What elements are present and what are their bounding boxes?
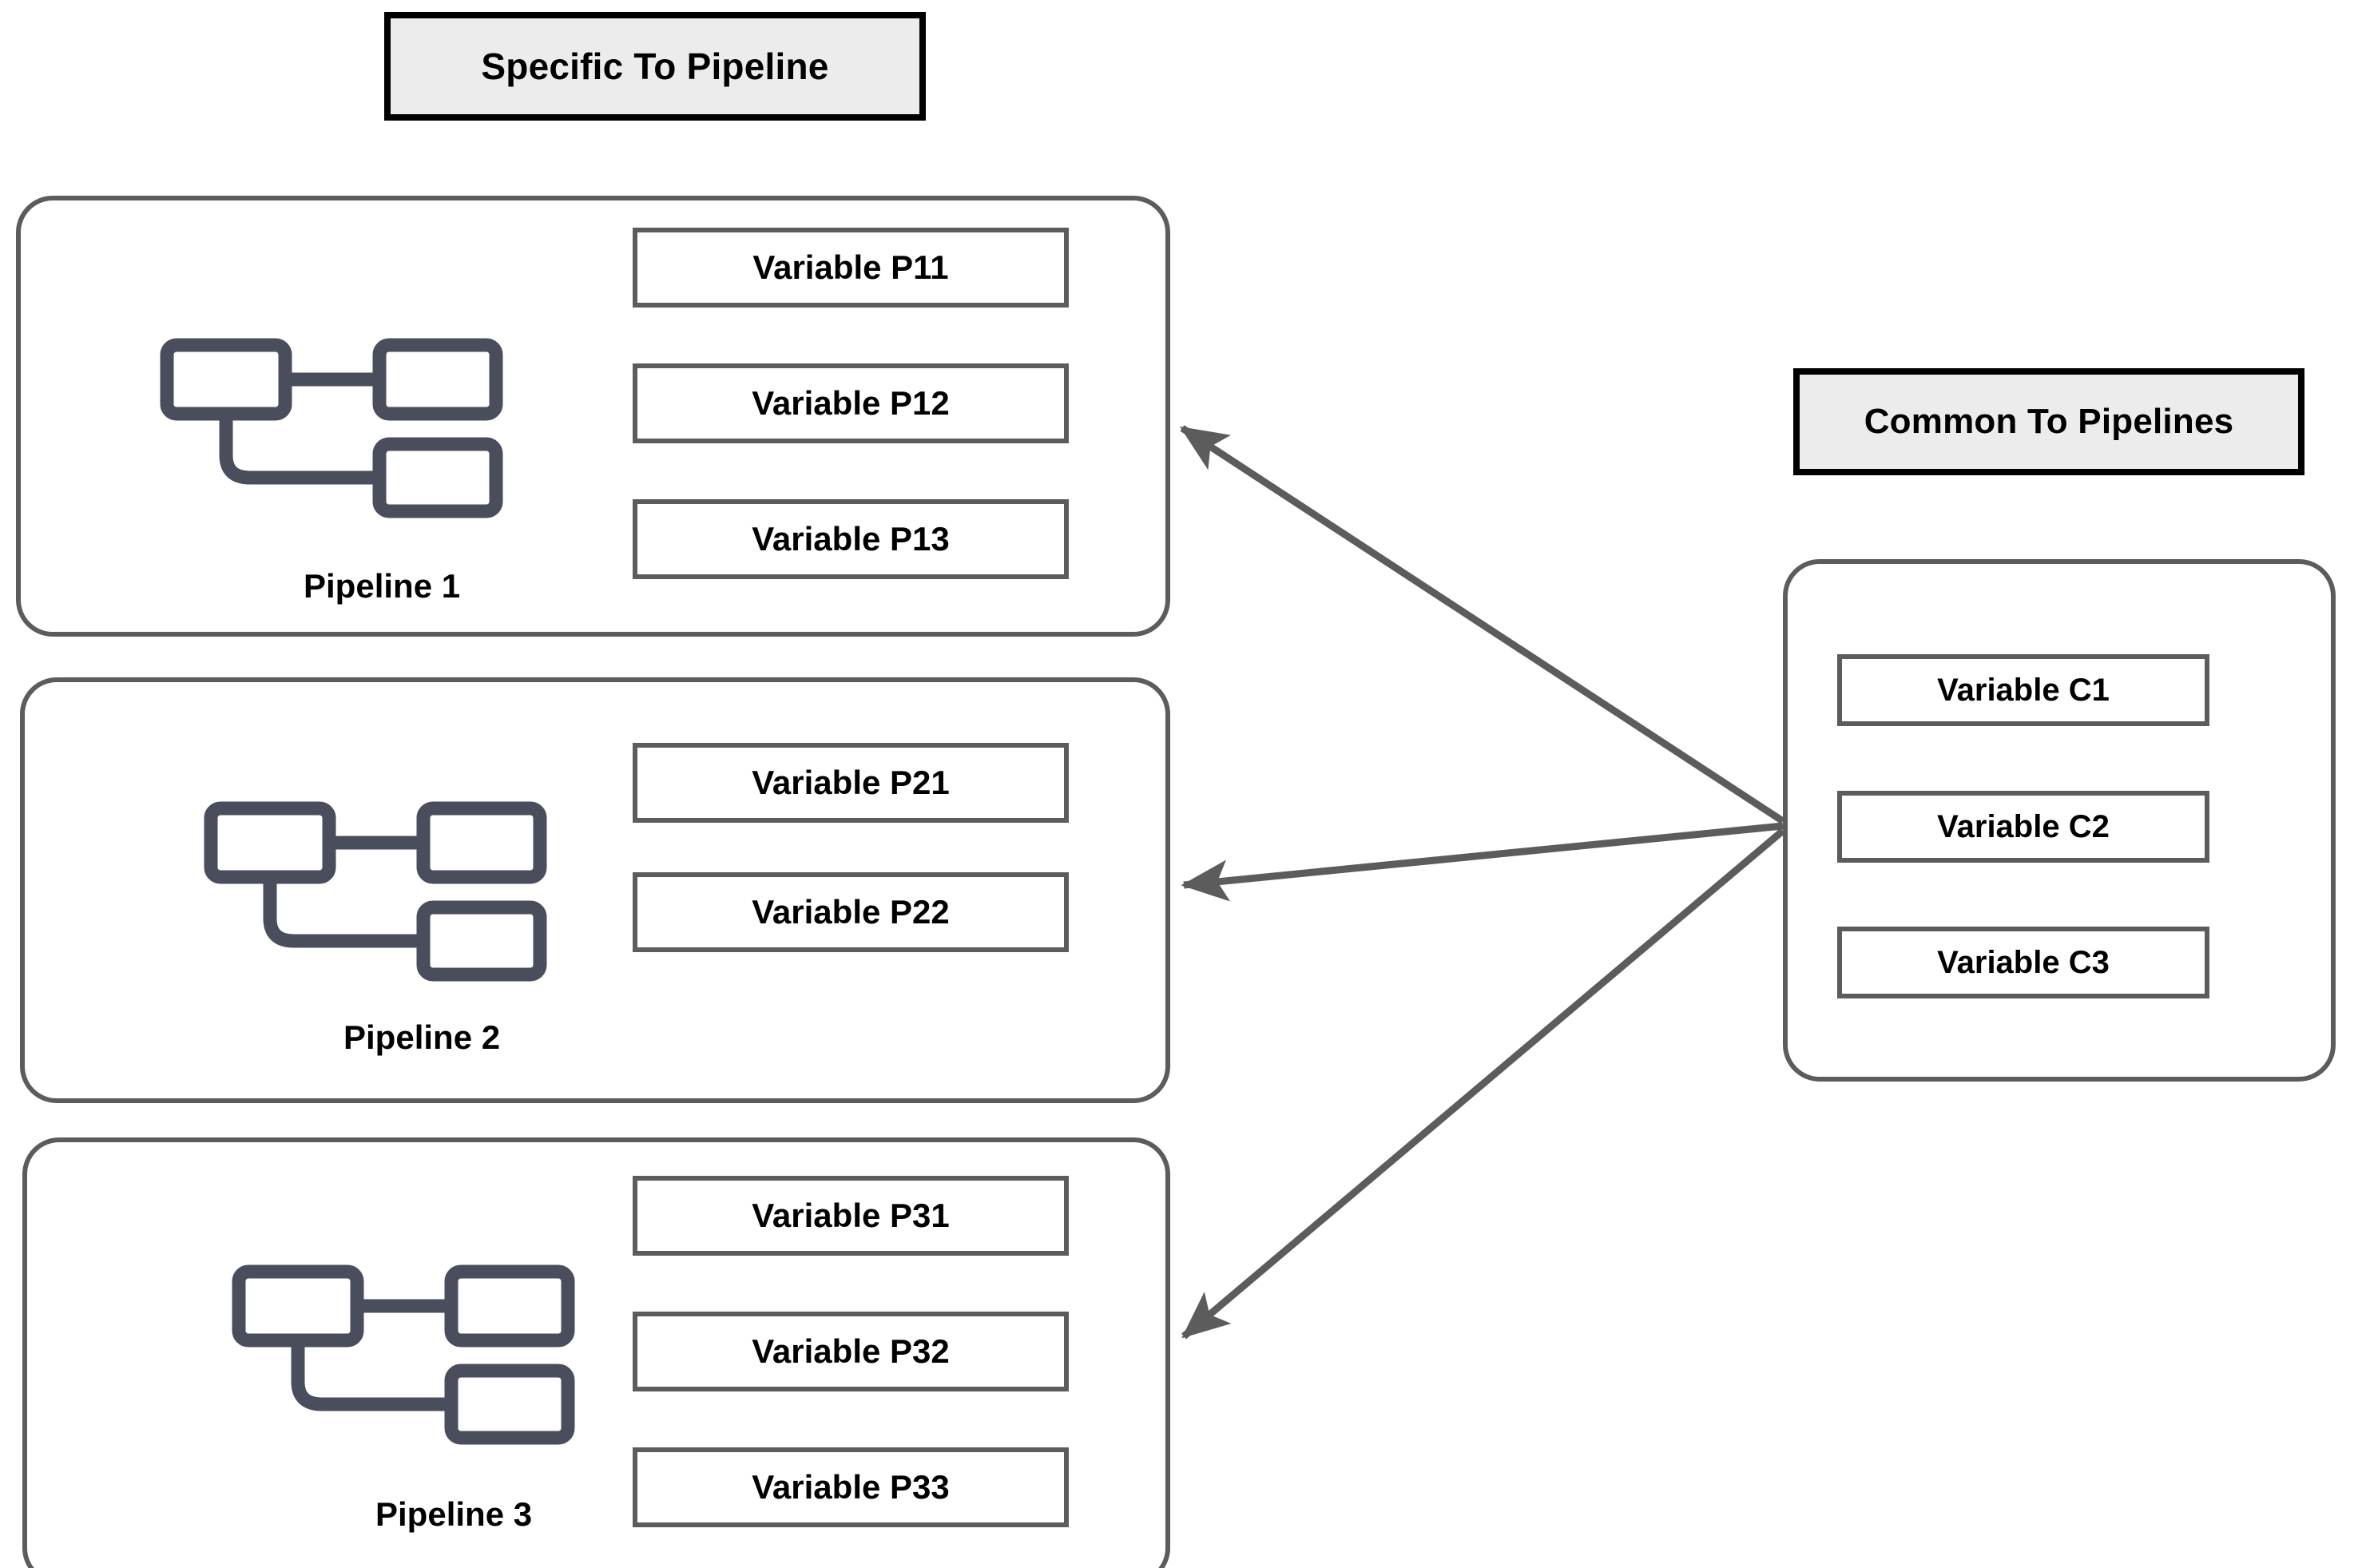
pipeline-container-1 [16, 196, 1170, 637]
variable-box-c3[interactable]: Variable C3 [1837, 927, 2209, 998]
common-variables-container [1783, 559, 2336, 1082]
variable-box-p31[interactable]: Variable P31 [633, 1176, 1069, 1256]
pipeline-hierarchy-icon [204, 801, 547, 982]
arrow-common-to-pipeline-1 [1179, 425, 1785, 824]
variable-box-p32[interactable]: Variable P32 [633, 1312, 1069, 1391]
section-header-common-to-pipelines: Common To Pipelines [1793, 368, 2304, 475]
pipeline-container-2 [20, 677, 1170, 1103]
pipeline-caption-1: Pipeline 1 [304, 567, 461, 605]
arrow-common-to-pipeline-3 [1181, 828, 1785, 1340]
pipeline-hierarchy-icon [160, 338, 503, 518]
variable-box-p21[interactable]: Variable P21 [633, 743, 1069, 823]
variable-box-p33[interactable]: Variable P33 [633, 1447, 1069, 1527]
pipeline-caption-3: Pipeline 3 [375, 1495, 533, 1533]
variable-box-p22[interactable]: Variable P22 [633, 872, 1069, 952]
pipeline-caption-2: Pipeline 2 [343, 1018, 501, 1056]
arrow-common-to-pipeline-2 [1181, 822, 1784, 902]
pipeline-hierarchy-icon [232, 1264, 575, 1445]
variable-box-c1[interactable]: Variable C1 [1837, 654, 2209, 726]
variable-box-c2[interactable]: Variable C2 [1837, 791, 2209, 863]
variable-box-p11[interactable]: Variable P11 [633, 228, 1069, 308]
pipeline-container-3 [22, 1137, 1170, 1568]
variable-box-p12[interactable]: Variable P12 [633, 363, 1069, 443]
variable-box-p13[interactable]: Variable P13 [633, 499, 1069, 579]
section-header-specific-to-pipeline: Specific To Pipeline [384, 12, 926, 121]
